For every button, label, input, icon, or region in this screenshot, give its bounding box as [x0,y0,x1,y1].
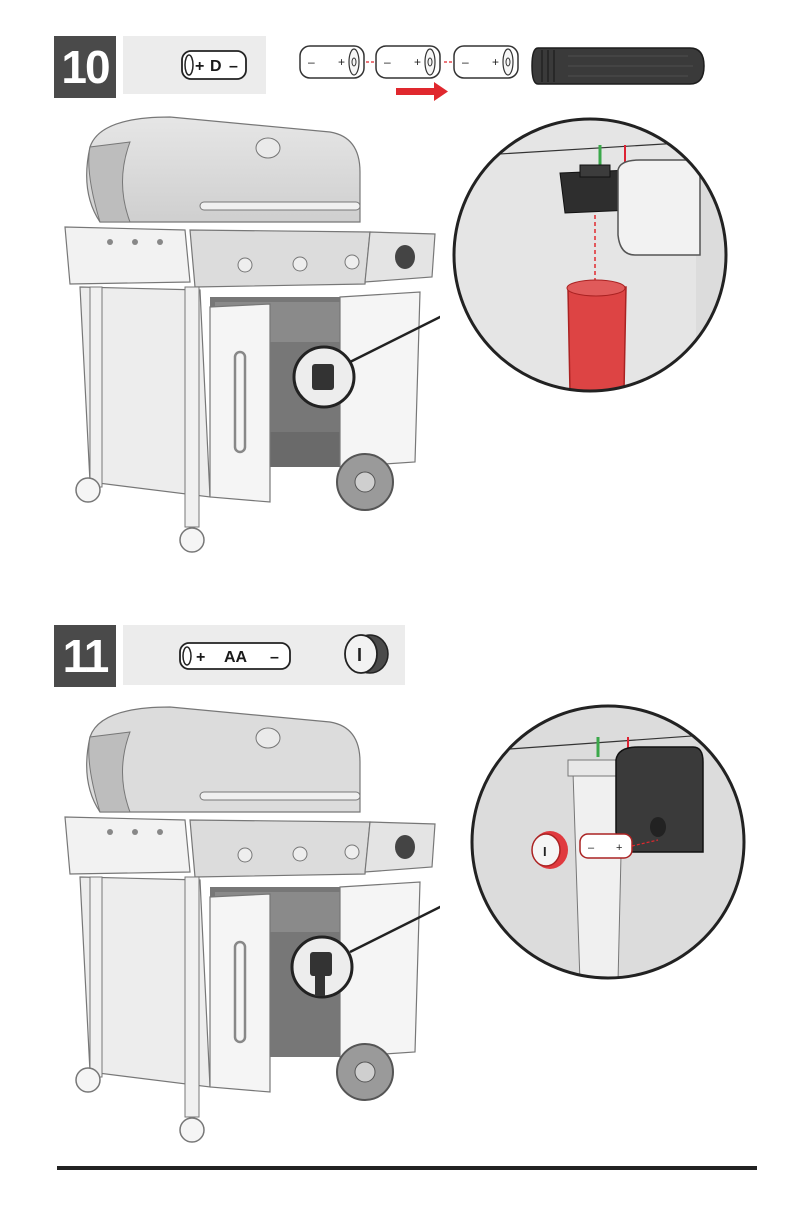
step-number-10: 10 [54,36,116,98]
seq1-positive: + [338,55,345,69]
seq2-positive: + [414,55,421,69]
step-number-11: 11 [54,625,116,687]
aa-battery-label: AA [224,649,248,666]
d-battery-negative: – [229,58,238,75]
ignition-knob-icon: I [340,632,392,676]
seq3-negative: – [462,55,469,69]
d-battery-icon: + D – [180,48,248,82]
sequence-battery-3: – + [454,46,518,78]
d-battery-label: D [210,58,222,75]
ignition-module-detail [450,115,730,395]
bottom-divider [57,1166,757,1170]
d-battery-positive: + [195,58,204,75]
grill-illustration [60,112,440,562]
seq3-positive: + [492,55,499,69]
ignition-battery-detail: – + I [468,702,748,982]
detail-battery-negative: – [588,842,595,854]
knob-symbol: I [357,645,362,665]
seq1-negative: – [308,55,315,69]
aa-battery-negative: – [270,649,279,666]
aa-battery-positive: + [196,649,205,666]
red-arrow-icon [396,82,448,101]
aa-battery-icon: + AA – [178,640,294,672]
battery-sequence-icon: – + – + – + [296,38,526,104]
detail-battery-positive: + [616,842,622,854]
battery-tube-icon [528,42,706,90]
sequence-battery-2: – + [376,46,440,78]
detail-knob-symbol: I [543,844,547,859]
grill-illustration-step11 [60,702,440,1152]
seq2-negative: – [384,55,391,69]
sequence-battery-1: – + [300,46,364,78]
